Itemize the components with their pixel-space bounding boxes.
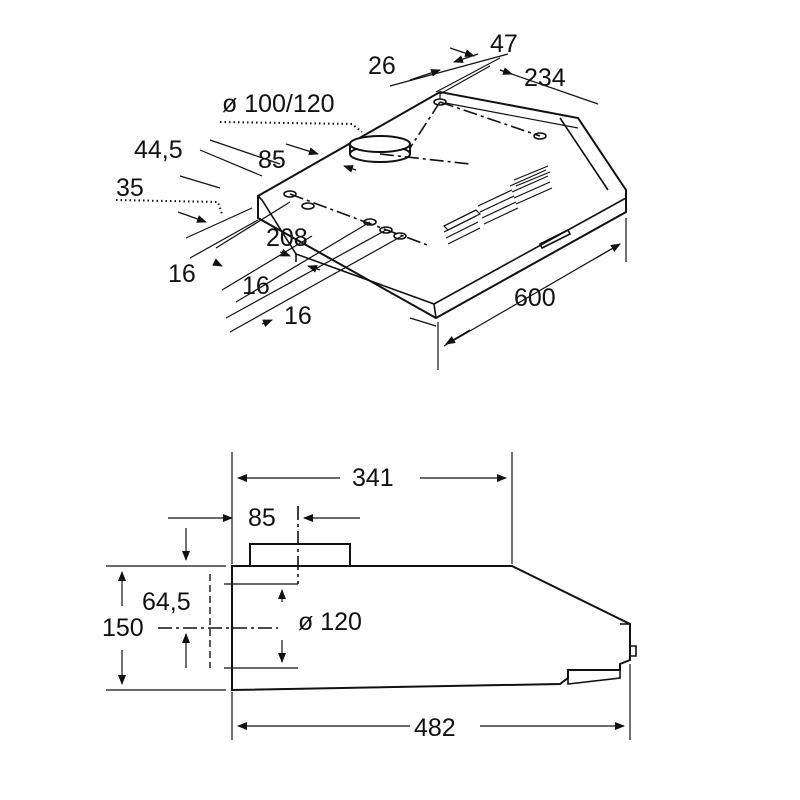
dim-85-top: 85 [258, 146, 286, 174]
dim-35: 35 [116, 174, 144, 202]
dim-47: 47 [490, 30, 518, 58]
dim-600: 600 [514, 284, 556, 312]
centerlines-side [158, 506, 299, 668]
dim-64-5: 64,5 [142, 588, 191, 616]
dim-234: 234 [524, 64, 566, 92]
labels-side: 341 85 64,5 150 ø 120 482 [102, 464, 456, 742]
dim-44-5: 44,5 [134, 136, 183, 164]
dimension-lines-iso [115, 47, 627, 370]
dim-16-b: 16 [242, 272, 270, 300]
dim-16-a: 16 [168, 260, 196, 288]
dim-diameter-100-120: ø 100/120 [222, 90, 335, 118]
dim-341: 341 [352, 464, 394, 492]
dim-85-side: 85 [248, 504, 276, 532]
hood-profile [231, 543, 637, 692]
dimension-lines-side [106, 452, 631, 740]
dim-208: 208 [266, 224, 308, 252]
hood-body [257, 90, 627, 327]
vent-slots [442, 165, 553, 245]
dim-16-c: 16 [284, 302, 312, 330]
dim-482: 482 [414, 714, 456, 742]
isometric-view: 26 47 234 ø 100/120 44,5 85 35 208 16 16… [115, 30, 627, 370]
dim-150: 150 [102, 614, 144, 642]
centerlines-iso [289, 101, 541, 247]
mounting-holes [283, 98, 547, 240]
labels-iso: 26 47 234 ø 100/120 44,5 85 35 208 16 16… [116, 30, 566, 330]
dim-26: 26 [368, 52, 396, 80]
side-view: 341 85 64,5 150 ø 120 482 [102, 452, 637, 742]
dim-diameter-120: ø 120 [298, 608, 362, 636]
exhaust-collar [349, 135, 411, 163]
